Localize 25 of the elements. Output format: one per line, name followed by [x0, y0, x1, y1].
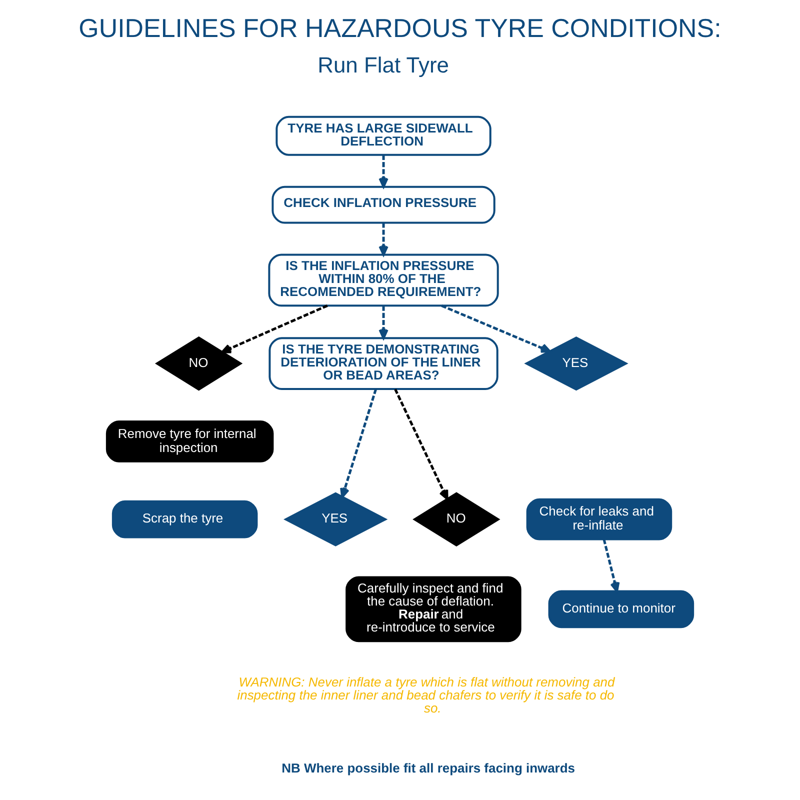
label: Run Flat Tyre — [318, 52, 449, 78]
arrow — [441, 304, 551, 353]
arrow — [378, 306, 388, 340]
node-box: CHECK INFLATION PRESSURE — [272, 186, 496, 224]
node-box: IS THE TYRE DEMONSTRATING DETERIORATION OF THE LINER OR BEAD AREAS? — [268, 337, 498, 390]
arrow — [394, 388, 448, 500]
label: NB Where possible fit all repairs facing inwards — [282, 760, 575, 776]
label: WARNING: Never inflate a tyre which is flat without removing and inspecting the inner liner and bead chafers to verify it is safe to do so. — [237, 674, 615, 716]
diagram-title: GUIDELINES FOR HAZARDOUS TYRE CONDITIONS: — [78, 12, 722, 43]
arrow — [602, 539, 620, 592]
arrow — [378, 155, 388, 188]
node-diamond: YES — [524, 336, 628, 391]
node-diamond: NO — [412, 492, 500, 546]
node-box: Check for leaks and re-inflate — [526, 498, 672, 540]
arrow — [378, 222, 388, 256]
node-box: Carefully inspect and find the cause of deflation. Repair and re-introduce to service — [346, 576, 522, 642]
arrow — [221, 304, 328, 354]
node-box: IS THE INFLATION PRESSURE WITHIN 80% OF THE RECOMENDED REQUIREMENT? — [268, 254, 499, 307]
node-box: TYRE HAS LARGE SIDEWALL DEFLECTION — [276, 116, 492, 156]
arrow — [340, 388, 378, 498]
node-box: Scrap the tyre — [112, 500, 258, 538]
node-diamond: YES — [284, 492, 388, 546]
node-box: Remove tyre for internal inspection — [106, 420, 274, 462]
node-diamond: NO — [154, 336, 243, 391]
node-box: Continue to monitor — [548, 590, 694, 628]
